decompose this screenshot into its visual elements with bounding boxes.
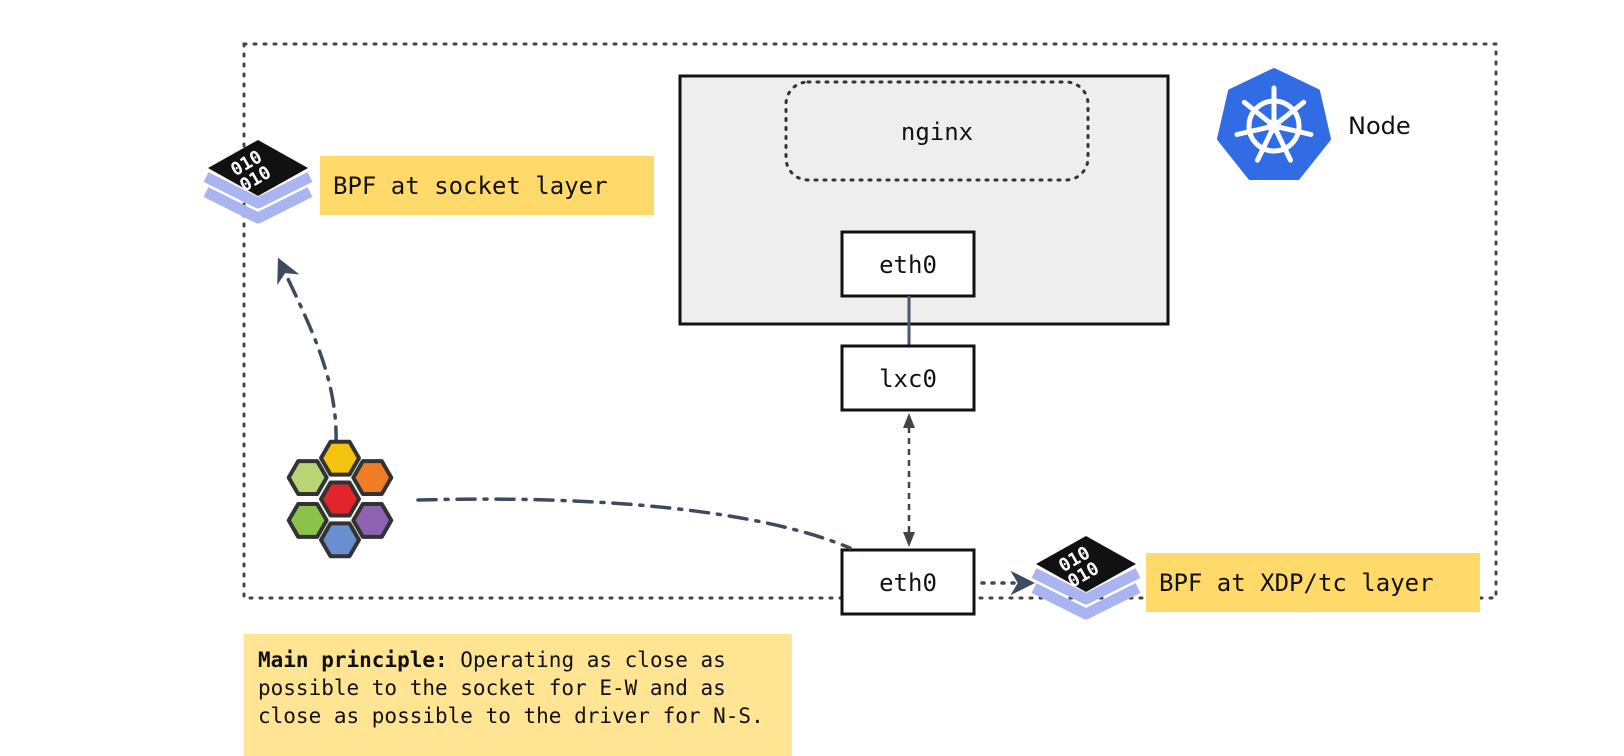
lxc0-label: lxc0 <box>879 365 937 393</box>
cilium-to-eth0-link <box>416 497 852 550</box>
principle-line-1: Operating as close as <box>447 648 726 672</box>
pod-eth0-label: eth0 <box>879 251 937 279</box>
principle-title: Main principle: <box>258 648 448 672</box>
bpf-xdp-callout <box>1146 553 1480 612</box>
cilium-hex-4 <box>286 502 329 539</box>
nginx-container[interactable] <box>784 80 1090 182</box>
bpf-socket-icon: 010 010 <box>203 140 313 224</box>
host-eth0-box[interactable] <box>840 548 976 616</box>
cilium-to-socket-arrow <box>277 257 338 447</box>
node-label: Node <box>1348 112 1411 140</box>
lxc0-box[interactable] <box>840 344 976 412</box>
principle-line-3: close as possible to the driver for N-S. <box>258 704 764 728</box>
bpf-xdp-icon: 010 010 <box>1031 536 1141 620</box>
cilium-hex-2 <box>351 459 394 496</box>
cilium-hex-5 <box>351 502 394 539</box>
cilium-hex-6 <box>319 521 361 559</box>
host-eth0-label: eth0 <box>879 569 937 597</box>
cilium-hex-3 <box>319 480 361 518</box>
pod-eth0-box[interactable] <box>840 230 976 298</box>
bpf-socket-callout <box>320 156 654 215</box>
cilium-hex-1 <box>286 459 329 496</box>
bpf-socket-label: BPF at socket layer <box>333 172 608 200</box>
kubernetes-icon <box>1217 68 1331 180</box>
cilium-logo-icon <box>286 439 394 559</box>
bpf-xdp-label: BPF at XDP/tc layer <box>1159 569 1434 597</box>
main-principle-note: Main principle: Operating as close as po… <box>244 634 792 756</box>
nginx-label: nginx <box>901 118 973 146</box>
cilium-hex-0 <box>319 439 361 477</box>
principle-line-2: possible to the socket for E-W and as <box>258 676 726 700</box>
